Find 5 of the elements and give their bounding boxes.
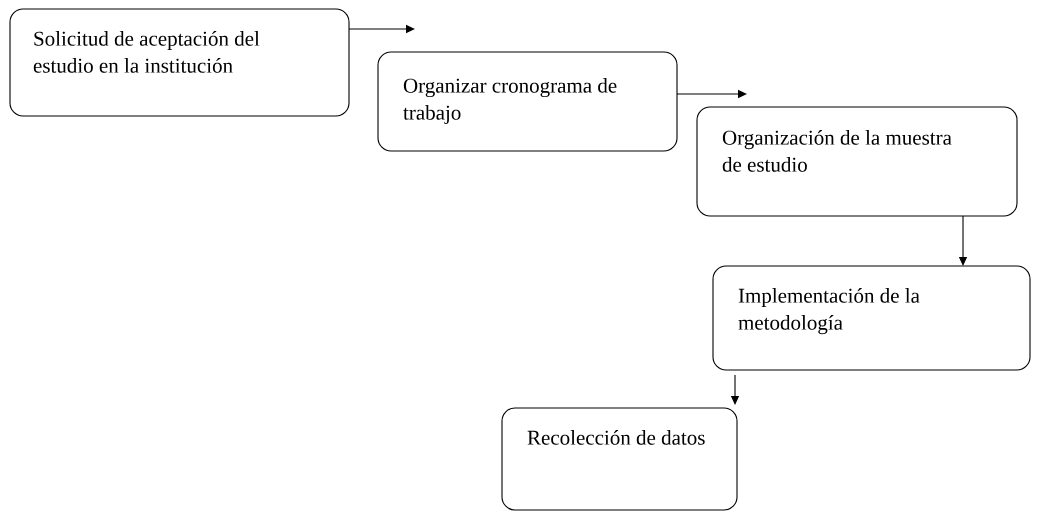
process-box: Organizar cronograma de trabajo: [377, 51, 678, 152]
process-box: Organización de la muestra de estudio: [696, 106, 1018, 217]
process-box: Recolección de datos: [501, 407, 738, 511]
process-box: Implementación de la metodología: [712, 265, 1031, 371]
process-box: Solicitud de aceptación del estudio en la institución: [9, 8, 350, 117]
